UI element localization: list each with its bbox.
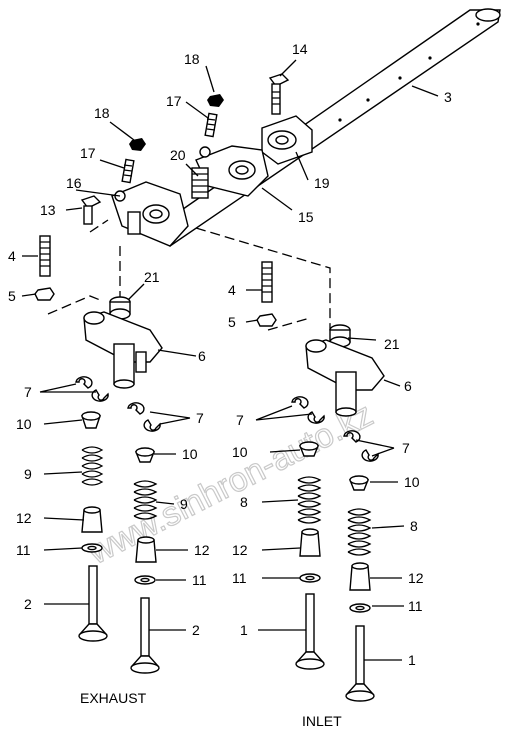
inlet-valve-1-right — [345, 625, 375, 702]
callout-10: 10 — [182, 446, 198, 462]
valve-keepers-7-left — [75, 376, 109, 402]
retainer-10-exhaust-b — [134, 447, 156, 463]
callout-10: 10 — [232, 444, 248, 460]
callout-9: 9 — [24, 466, 32, 482]
washer-11-inlet-a — [299, 573, 321, 583]
callout-4: 4 — [8, 248, 16, 264]
rocker-shaft — [148, 8, 501, 247]
callout-18: 18 — [94, 105, 110, 121]
rocker-arm-6-left — [83, 311, 163, 389]
valve-spring-9-left — [81, 446, 104, 486]
alignment-line-d — [195, 227, 331, 330]
valve-keepers-7-exhaust-b — [127, 402, 161, 432]
retainer-10-inlet-a — [298, 441, 320, 457]
adjust-screw-4-left — [39, 235, 51, 277]
valve-spring-9-exhaust-b — [133, 480, 158, 520]
callout-9: 9 — [180, 496, 188, 512]
callout-12: 12 — [16, 510, 32, 526]
callout-20: 20 — [170, 147, 186, 163]
callout-14: 14 — [292, 41, 308, 57]
inlet-caption: INLET — [302, 713, 342, 729]
rocker-arm-6-right — [305, 339, 385, 417]
shaft-bracket-19 — [261, 115, 313, 165]
stem-seal-12-inlet-a — [299, 528, 321, 557]
callout-7: 7 — [402, 440, 410, 456]
washer-11-exhaust-b — [134, 575, 156, 585]
rocker-support-16 — [111, 181, 189, 247]
callout-8: 8 — [410, 518, 418, 534]
adjust-screw-17-upper — [204, 112, 218, 138]
callout-2: 2 — [192, 622, 200, 638]
exhaust-valve-2-left — [78, 565, 108, 642]
callout-15: 15 — [298, 209, 314, 225]
nut-5-right — [256, 313, 277, 327]
callout-7: 7 — [196, 410, 204, 426]
spring-20 — [191, 167, 209, 199]
callout-5: 5 — [8, 288, 16, 304]
washer-11-left — [81, 543, 103, 553]
exhaust-valve-2-right — [130, 597, 160, 674]
callout-11: 11 — [16, 542, 31, 558]
washer-11-inlet-b — [349, 603, 371, 613]
stem-seal-12-left — [81, 506, 103, 533]
callout-21: 21 — [144, 269, 160, 285]
callout-19: 19 — [314, 175, 330, 191]
callout-21: 21 — [384, 336, 400, 352]
callout-18: 18 — [184, 51, 200, 67]
stem-seal-12-inlet-b — [349, 562, 371, 591]
nut-18-lower — [129, 138, 146, 151]
exhaust-caption: EXHAUST — [80, 690, 147, 706]
callout-10: 10 — [16, 416, 32, 432]
callout-labels: 1 1 2 2 3 4 4 5 5 6 6 7 7 7 7 8 8 9 9 10… — [8, 41, 452, 668]
bolt-14 — [268, 73, 290, 115]
retainer-10-inlet-b — [348, 475, 370, 491]
callout-17: 17 — [166, 93, 182, 109]
valve-keepers-7-inlet-a — [291, 396, 325, 424]
callout-11: 11 — [408, 598, 423, 614]
callout-8: 8 — [240, 494, 248, 510]
callout-16: 16 — [66, 175, 82, 191]
callout-11: 11 — [232, 570, 247, 586]
alignment-line-c — [47, 295, 101, 315]
callout-4: 4 — [228, 282, 236, 298]
retainer-10-left — [81, 411, 101, 429]
callout-1: 1 — [408, 652, 416, 668]
leader-lines — [21, 59, 439, 661]
callout-11: 11 — [192, 572, 207, 588]
adjust-screw-17-lower — [121, 158, 135, 184]
nut-5-left — [34, 287, 55, 301]
inlet-valve-1-left — [295, 593, 325, 670]
nut-18-upper — [207, 94, 224, 107]
callout-12: 12 — [232, 542, 248, 558]
callout-13: 13 — [40, 202, 56, 218]
callout-1: 1 — [240, 622, 248, 638]
callout-17: 17 — [80, 145, 96, 161]
callout-12: 12 — [408, 570, 424, 586]
callout-10: 10 — [404, 474, 420, 490]
callout-12: 12 — [194, 542, 210, 558]
valve-spring-8-inlet-a — [297, 476, 322, 524]
callout-3: 3 — [444, 89, 452, 105]
callout-6: 6 — [404, 378, 412, 394]
callout-2: 2 — [24, 596, 32, 612]
callout-7: 7 — [24, 384, 32, 400]
stem-seal-12-exhaust-b — [135, 536, 157, 563]
watermark: www.sinhron-auto.kz — [81, 395, 379, 572]
alignment-line-e — [267, 317, 311, 331]
adjust-screw-4-right — [261, 261, 273, 303]
callout-5: 5 — [228, 314, 236, 330]
valve-keepers-7-inlet-b — [343, 430, 379, 462]
valve-spring-8-inlet-b — [347, 508, 372, 556]
callout-6: 6 — [198, 348, 206, 364]
callout-7: 7 — [236, 412, 244, 428]
alignment-line-a — [89, 219, 109, 233]
bolt-13 — [80, 195, 102, 225]
